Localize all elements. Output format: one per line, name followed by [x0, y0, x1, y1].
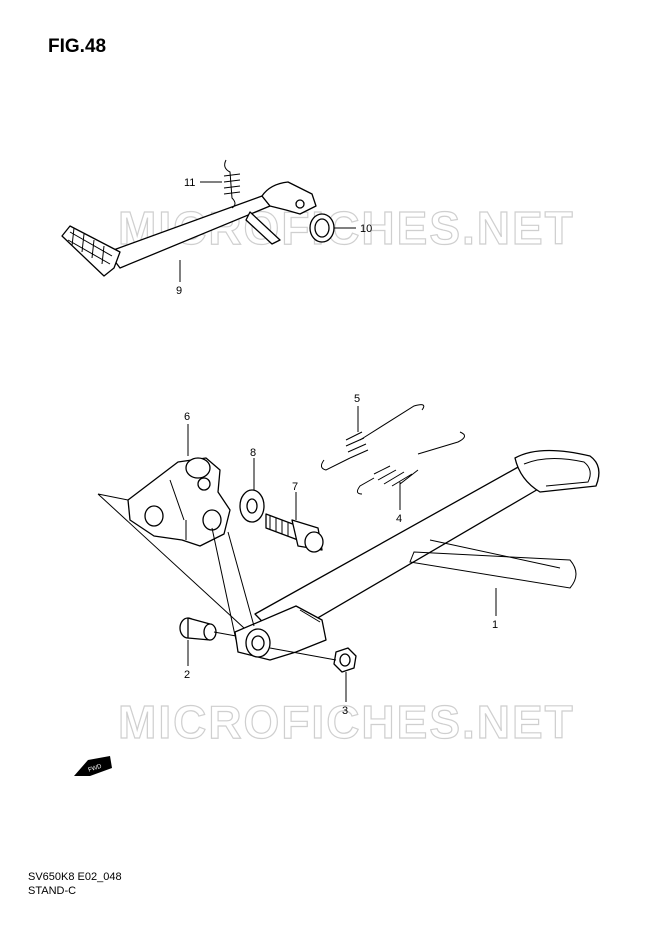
pedal-pad — [61, 225, 121, 277]
fwd-label: FWD — [88, 764, 103, 774]
callout-3: 3 — [342, 705, 348, 717]
bolt-part-7 — [265, 513, 324, 553]
model-code: SV650K8 E02_048 — [28, 871, 122, 883]
spring-part-5 — [320, 404, 425, 471]
callout-8: 8 — [250, 447, 256, 459]
section-name: STAND-C — [28, 885, 77, 897]
side-stand-part-1 — [234, 449, 600, 661]
spring-part-11 — [223, 159, 241, 209]
callout-10: 10 — [360, 223, 372, 235]
callout-7: 7 — [292, 481, 298, 493]
fwd-arrow-icon: FWD — [74, 756, 112, 776]
nut-part-3 — [333, 647, 357, 673]
callout-5: 5 — [354, 393, 360, 405]
bolt-part-2 — [179, 617, 217, 641]
callout-2: 2 — [184, 669, 190, 681]
callout-6: 6 — [184, 411, 190, 423]
watermark-bottom: MICROFICHES.NET — [118, 696, 575, 748]
spring-part-4 — [356, 431, 465, 495]
callout-1: 1 — [492, 619, 498, 631]
figure-title: FIG.48 — [48, 36, 107, 57]
callout-9: 9 — [176, 285, 182, 297]
callout-11: 11 — [184, 177, 195, 189]
bracket-part-6 — [127, 457, 231, 547]
washer-part-10 — [309, 213, 335, 243]
brake-pedal-part-9 — [61, 181, 317, 277]
washer-part-8 — [239, 489, 265, 523]
assembly-line-a — [97, 493, 245, 629]
assembly-line-b — [211, 527, 337, 661]
callout-4: 4 — [396, 513, 402, 525]
